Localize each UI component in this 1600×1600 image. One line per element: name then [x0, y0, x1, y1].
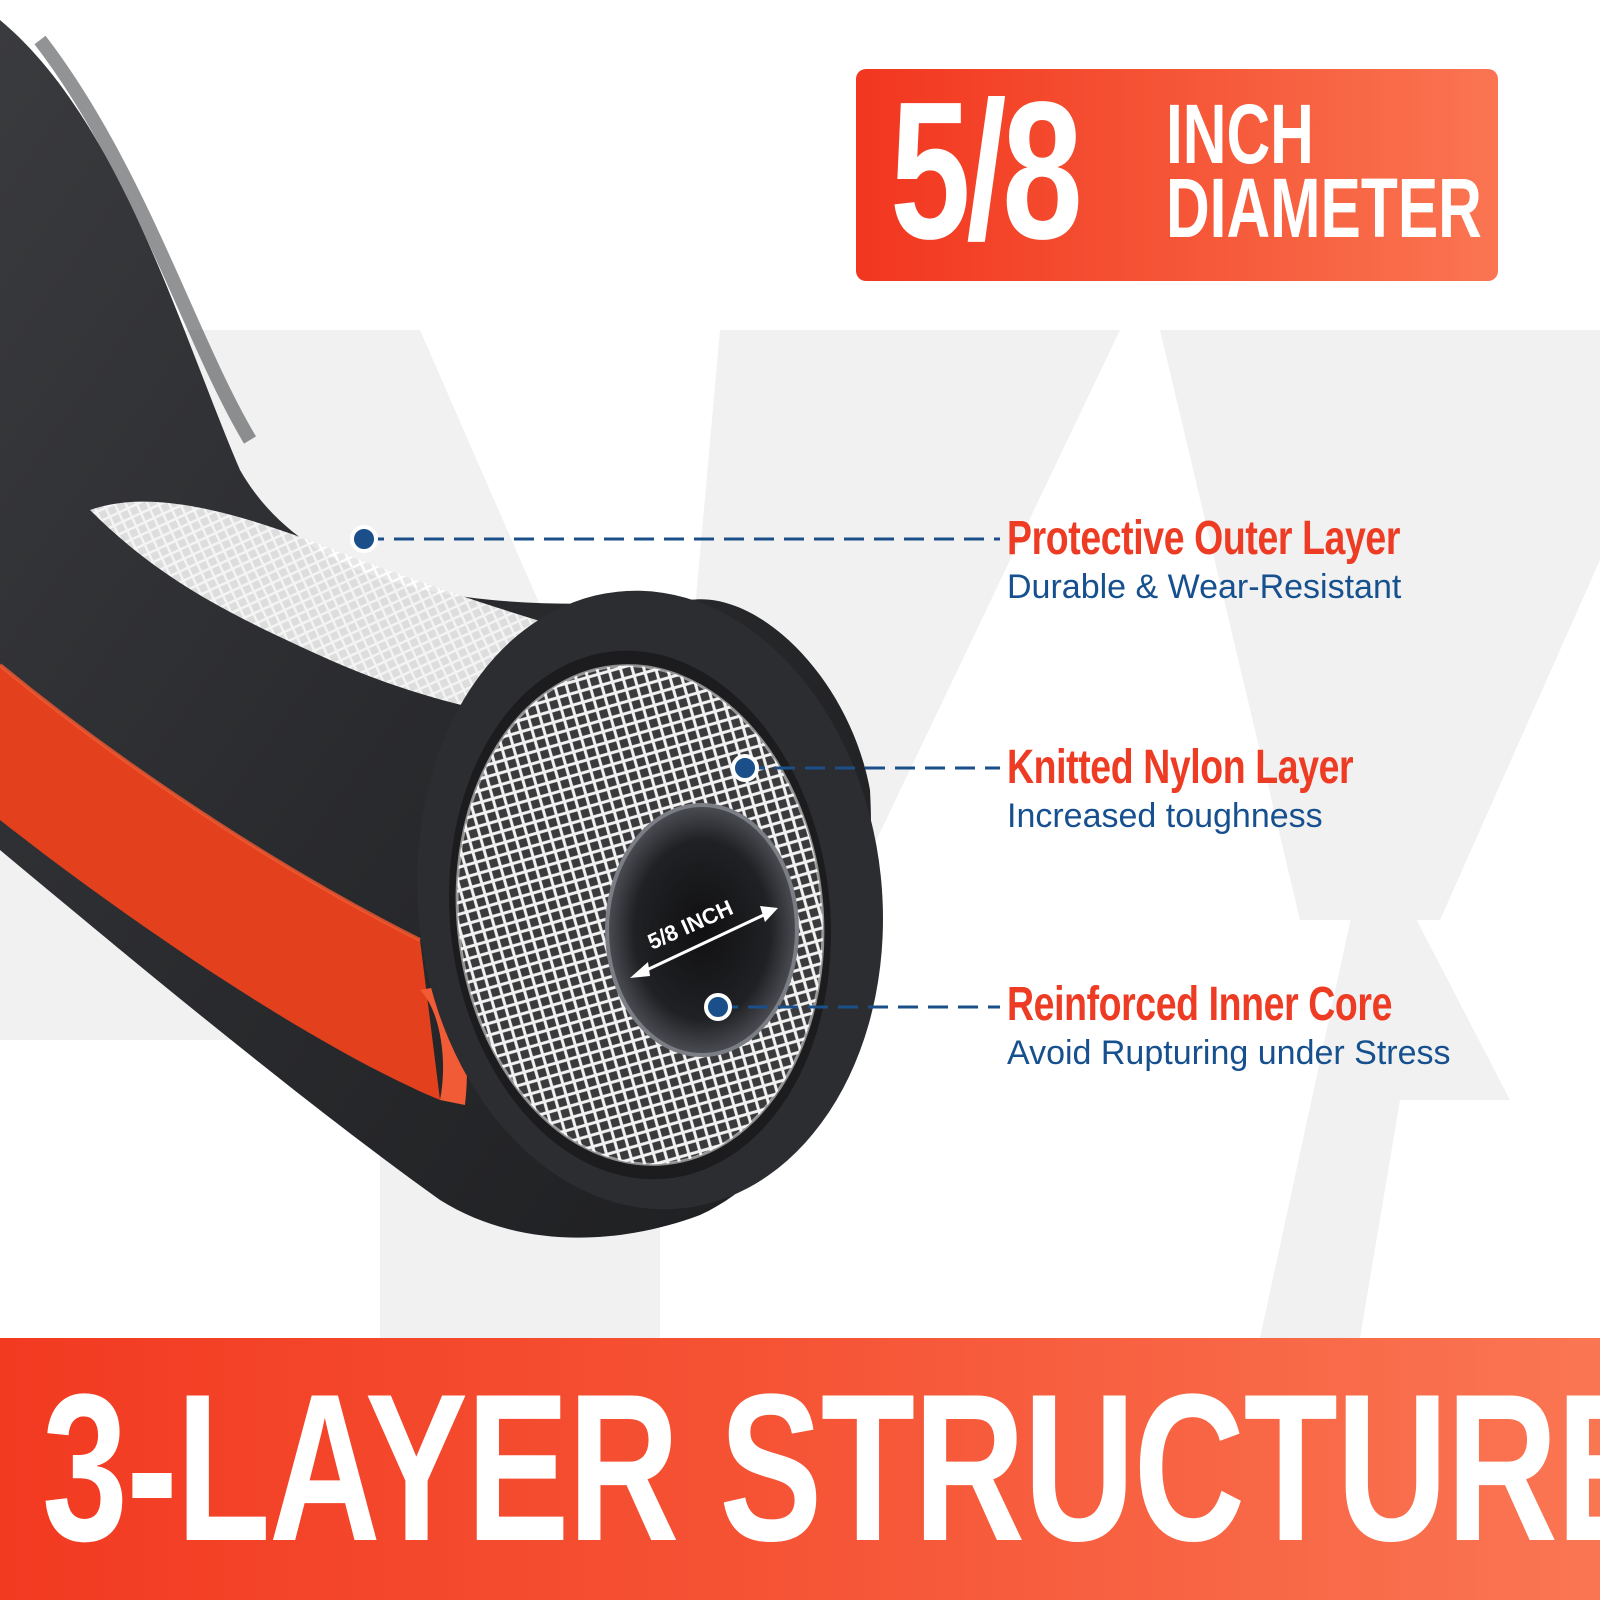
callout-leaders: [350, 525, 1000, 1021]
callout-inner-core: Reinforced Inner Core Avoid Rupturing un…: [1007, 979, 1501, 1075]
badge-number: 5/8: [890, 61, 1083, 280]
hose-stripe: [0, 665, 440, 1100]
callout-nylon-layer: Knitted Nylon Layer Increased toughness: [1007, 742, 1451, 838]
marker-dot: [731, 754, 759, 782]
inner-core: [607, 805, 797, 1055]
hose-cut-face: [417, 590, 883, 1210]
banner-title: 3-LAYER STRUCTURE: [42, 1350, 1600, 1585]
bottom-banner: 3-LAYER STRUCTURE: [0, 1338, 1600, 1600]
badge-line2: DIAMETER: [1166, 161, 1482, 255]
badge-line1: INCH: [1166, 87, 1314, 181]
callout-title: Knitted Nylon Layer: [1007, 741, 1354, 794]
callout-title: Protective Outer Layer: [1007, 512, 1401, 565]
callout-outer-layer: Protective Outer Layer Durable & Wear-Re…: [1007, 513, 1511, 609]
callout-subtitle: Durable & Wear-Resistant: [1007, 568, 1402, 606]
marker-dot: [704, 993, 732, 1021]
callout-subtitle: Increased toughness: [1007, 797, 1323, 835]
callout-title: Reinforced Inner Core: [1007, 978, 1393, 1031]
badge-unit: INCH DIAMETER: [1166, 87, 1482, 255]
marker-dot: [350, 525, 378, 553]
callout-subtitle: Avoid Rupturing under Stress: [1007, 1034, 1451, 1072]
diameter-badge: 5/8 INCH DIAMETER: [856, 69, 1498, 281]
